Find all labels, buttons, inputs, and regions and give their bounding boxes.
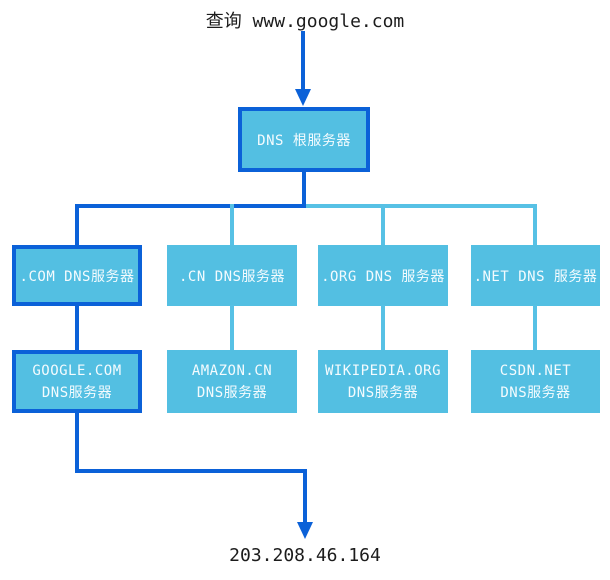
query-arrow-line xyxy=(301,31,305,89)
auth-google-line2: DNS服务器 xyxy=(41,384,113,401)
result-arrowhead-icon xyxy=(297,522,313,539)
branch-bar-light xyxy=(306,204,537,208)
result-path-vertical-right xyxy=(303,469,307,522)
branch-bar-highlighted xyxy=(75,204,306,208)
auth-csdn-line1: CSDN.NET xyxy=(499,362,572,379)
cn-to-amazon-connector xyxy=(230,305,234,351)
auth-google-node: GOOGLE.COM DNS服务器 xyxy=(12,350,142,413)
auth-amazon-node: AMAZON.CN DNS服务器 xyxy=(167,350,297,413)
tld-org-label: .ORG DNS 服务器 xyxy=(321,268,445,285)
auth-csdn-node: CSDN.NET DNS服务器 xyxy=(471,350,600,413)
drop-net-connector xyxy=(533,204,537,246)
drop-cn-connector xyxy=(230,204,234,246)
tld-net-node: .NET DNS 服务器 xyxy=(471,245,600,306)
auth-amazon-line2: DNS服务器 xyxy=(196,384,268,401)
root-dns-server-node: DNS 根服务器 xyxy=(238,107,370,172)
tld-cn-label: .CN DNS服务器 xyxy=(178,268,285,285)
drop-com-connector xyxy=(75,204,79,246)
tld-net-label: .NET DNS 服务器 xyxy=(473,268,598,285)
tld-com-label: .COM DNS服务器 xyxy=(19,268,135,285)
result-ip-label: 203.208.46.164 xyxy=(229,545,381,566)
auth-csdn-line2: DNS服务器 xyxy=(500,384,571,401)
auth-wikipedia-node: WIKIPEDIA.ORG DNS服务器 xyxy=(318,350,448,413)
root-stem-connector xyxy=(302,172,306,208)
tld-cn-node: .CN DNS服务器 xyxy=(167,245,297,306)
auth-amazon-line1: AMAZON.CN xyxy=(191,362,273,379)
root-dns-server-label: DNS 根服务器 xyxy=(257,132,351,149)
result-path-horizontal xyxy=(75,469,307,473)
com-to-google-connector xyxy=(75,306,79,351)
auth-wikipedia-line2: DNS服务器 xyxy=(347,384,419,401)
query-arrowhead-icon xyxy=(295,89,311,106)
org-to-wikipedia-connector xyxy=(381,305,385,351)
auth-wikipedia-line1: WIKIPEDIA.ORG xyxy=(324,362,442,379)
drop-org-connector xyxy=(381,204,385,246)
tld-com-node: .COM DNS服务器 xyxy=(12,245,142,306)
auth-google-line1: GOOGLE.COM xyxy=(32,362,122,379)
result-path-vertical-left xyxy=(75,413,79,473)
query-label: 查询 www.google.com xyxy=(205,11,405,32)
net-to-csdn-connector xyxy=(533,305,537,351)
tld-org-node: .ORG DNS 服务器 xyxy=(318,245,448,306)
